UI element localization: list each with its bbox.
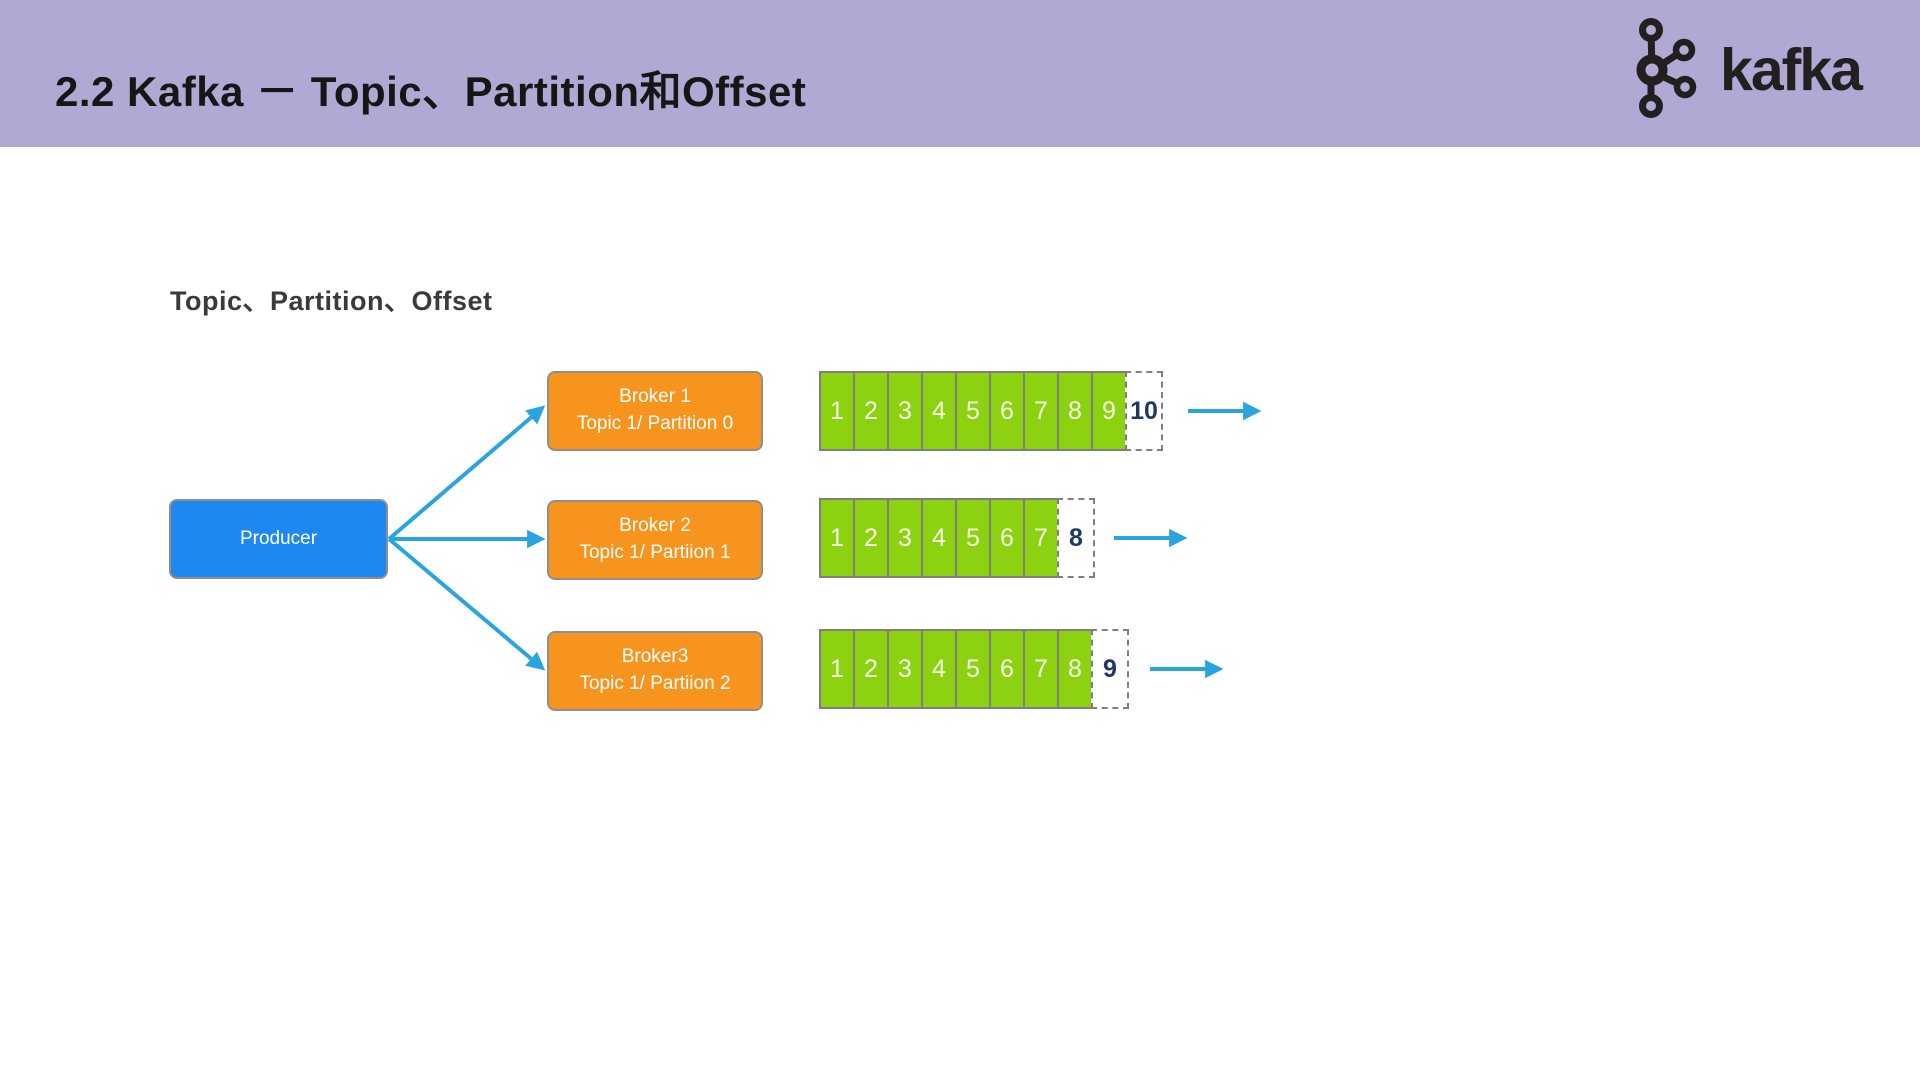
offset-cell: 6 [989, 371, 1025, 451]
arrow-producer-broker1 [387, 405, 546, 541]
offset-cell: 4 [921, 629, 957, 709]
producer-label: Producer [239, 527, 318, 549]
offset-cell: 3 [887, 629, 923, 709]
offset-cell: 2 [853, 498, 889, 578]
broker-name: Broker 1 [619, 386, 691, 408]
offset-cell: 8 [1057, 629, 1093, 709]
arrow-producer-broker3 [387, 537, 546, 671]
producer-node: Producer [169, 499, 388, 579]
offset-cell: 7 [1023, 629, 1059, 709]
broker3-node: Broker3 Topic 1/ Partiion 2 [547, 631, 763, 711]
offset-cell: 5 [955, 498, 991, 578]
offset-cell: 9 [1091, 371, 1127, 451]
offset-cell: 5 [955, 371, 991, 451]
offset-cell: 2 [853, 371, 889, 451]
offset-cell: 4 [921, 371, 957, 451]
offset-cell: 4 [921, 498, 957, 578]
offset-cell: 3 [887, 371, 923, 451]
offset-cell: 1 [819, 371, 855, 451]
slide-header: 2.2 Kafka － Topic、Partition和Offset kafk [0, 0, 1920, 147]
broker1-node: Broker 1 Topic 1/ Partition 0 [547, 371, 763, 451]
next-offset-cell: 9 [1091, 629, 1129, 709]
broker-name: Broker3 [621, 646, 689, 668]
broker-topic-partition: Topic 1/ Partiion 2 [579, 673, 731, 694]
offset-cell: 6 [989, 629, 1025, 709]
offset-cell: 1 [819, 498, 855, 578]
kafka-logo: kafka [1628, 4, 1863, 122]
offset-cell: 8 [1057, 371, 1093, 451]
broker-topic-partition: Topic 1/ Partition 0 [576, 413, 734, 434]
kafka-logo-text: kafka [1720, 37, 1863, 103]
offset-cell: 2 [853, 629, 889, 709]
offset-cell: 1 [819, 629, 855, 709]
kafka-icon [1636, 18, 1697, 118]
broker-topic-partition: Topic 1/ Partiion 1 [579, 542, 731, 563]
next-offset-cell: 10 [1125, 371, 1163, 451]
offset-cell: 5 [955, 629, 991, 709]
offset-cell: 7 [1023, 498, 1059, 578]
offset-cell: 7 [1023, 371, 1059, 451]
slide-title: 2.2 Kafka － Topic、Partition和Offset [55, 68, 807, 115]
broker2-node: Broker 2 Topic 1/ Partiion 1 [547, 500, 763, 580]
broker-name: Broker 2 [619, 515, 691, 537]
diagram-subtitle: Topic、Partition、Offset [170, 286, 493, 316]
offset-cell: 6 [989, 498, 1025, 578]
next-offset-cell: 8 [1057, 498, 1095, 578]
offset-cell: 3 [887, 498, 923, 578]
